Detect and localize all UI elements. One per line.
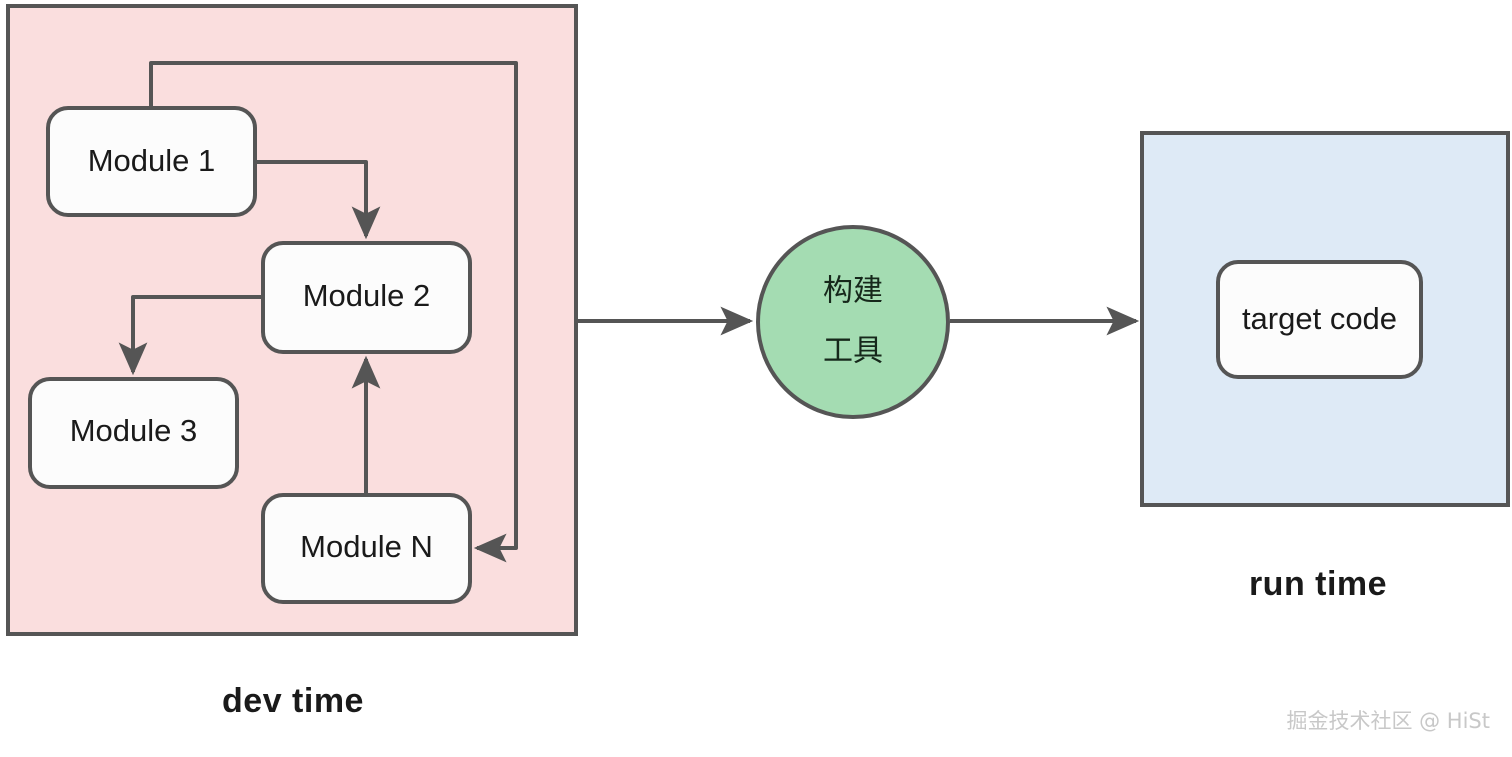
node-target-code[interactable]: target code — [1216, 260, 1423, 379]
module-2-label: Module 2 — [303, 278, 431, 313]
build-tool-label-line2: 工具 — [823, 334, 883, 369]
module-n-label: Module N — [300, 529, 433, 564]
node-module-3[interactable]: Module 3 — [28, 377, 239, 489]
build-tool-label-line1: 构建 — [823, 274, 883, 309]
edge-module1-to-modulen — [149, 61, 518, 563]
target-code-label: target code — [1242, 301, 1397, 336]
module-3-label: Module 3 — [70, 413, 198, 448]
run-time-label: run time — [1249, 565, 1387, 603]
dev-time-label: dev time — [222, 682, 364, 720]
node-module-2[interactable]: Module 2 — [261, 241, 472, 354]
build-tool-circle[interactable] — [756, 225, 950, 419]
module-1-box[interactable] — [46, 106, 257, 217]
module-1-label: Module 1 — [88, 143, 216, 178]
target-code-box[interactable] — [1216, 260, 1423, 379]
module-3-box[interactable] — [28, 377, 239, 489]
node-module-1[interactable]: Module 1 — [46, 106, 257, 217]
module-2-box[interactable] — [261, 241, 472, 354]
module-n-box[interactable] — [261, 493, 472, 604]
edge-module2-to-module3 — [118, 295, 263, 376]
node-module-n[interactable]: Module N — [261, 493, 472, 604]
watermark-label: 掘金技术社区 @ HiSt — [1286, 709, 1490, 733]
node-build-tool[interactable]: 构建 工具 — [756, 225, 950, 419]
edge-module1-to-module2 — [255, 160, 381, 240]
